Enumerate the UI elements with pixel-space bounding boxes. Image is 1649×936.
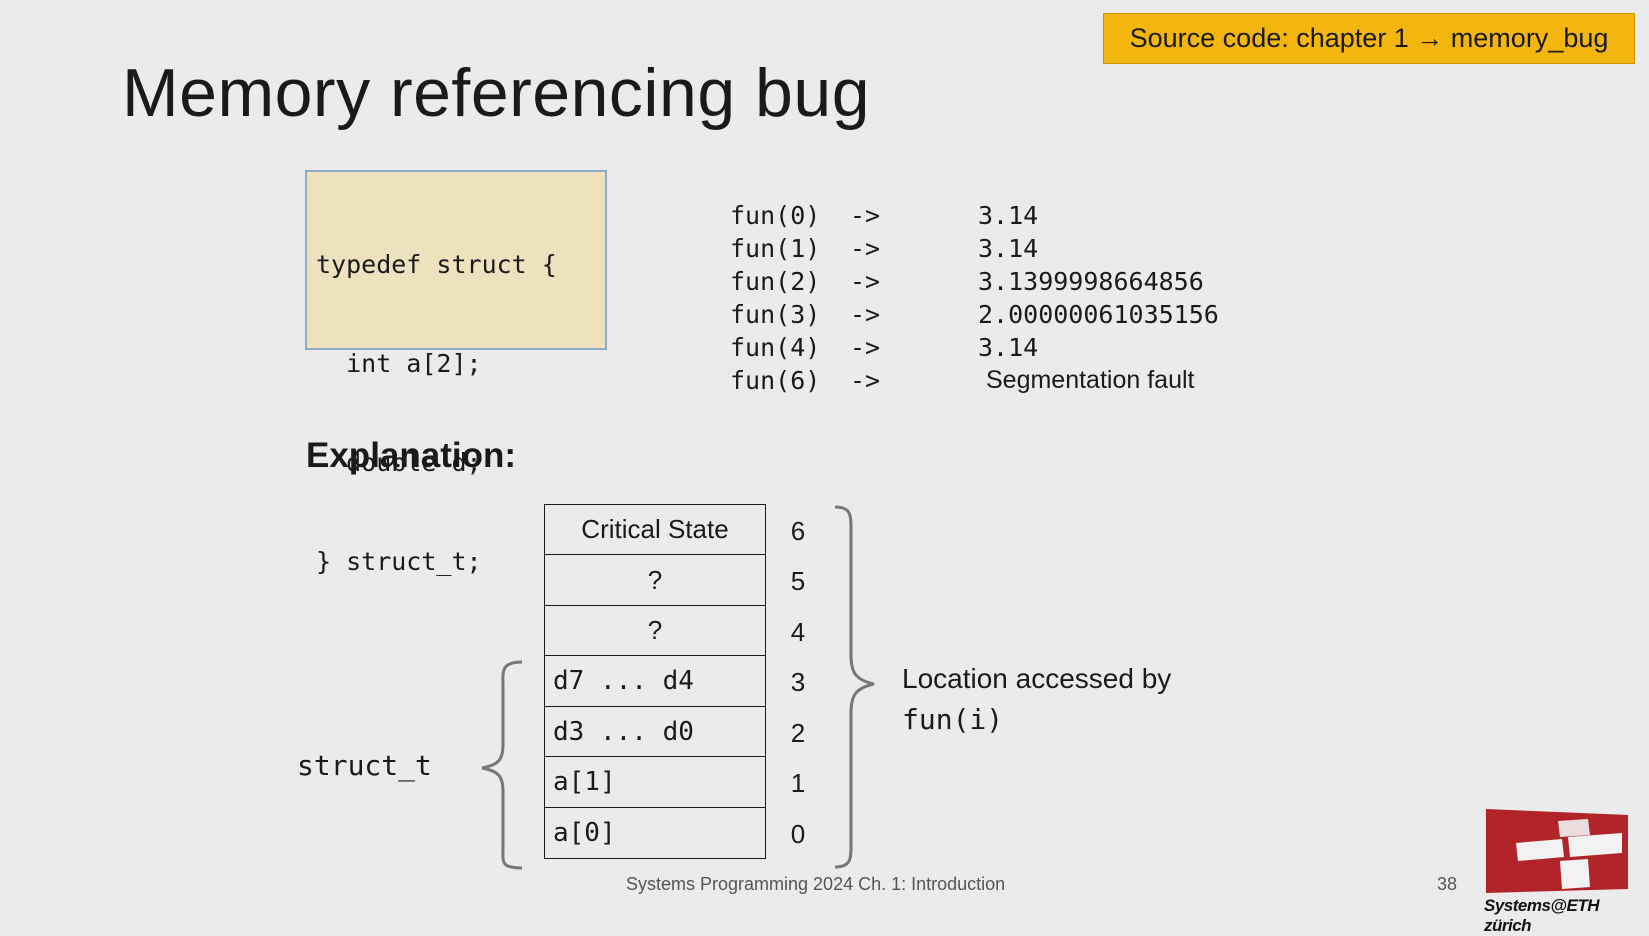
result-call: fun(1) (730, 234, 821, 263)
source-code-badge: Source code: chapter 1 → memory_bug (1103, 13, 1635, 64)
location-label-code: fun(i) (902, 703, 1004, 736)
result-call: fun(2) (730, 267, 821, 296)
result-call: fun(4) (730, 333, 821, 362)
result-arrow: -> (850, 366, 881, 395)
result-value: 2.00000061035156 (978, 300, 1219, 329)
result-arrow: -> (850, 201, 881, 230)
location-label: Location accessed by fun(i) (902, 658, 1171, 740)
location-label-line: Location accessed by (902, 663, 1172, 694)
result-value: 3.14 (978, 333, 1039, 362)
memory-index: 5 (790, 566, 806, 596)
results-list: fun(0) -> 3.14 fun(1) -> 3.14 fun(2) -> … (730, 201, 1250, 399)
result-row: fun(4) -> 3.14 (730, 333, 1250, 366)
result-arrow: -> (850, 300, 881, 329)
result-row: fun(0) -> 3.14 (730, 201, 1250, 234)
result-call: fun(0) (730, 201, 821, 230)
memory-cell: a[0] (544, 806, 766, 859)
logo-text: Systems@ETH zürich (1484, 896, 1600, 935)
memory-table: Critical State 6 ? 5 ? 4 d7 ... d4 3 d3 … (544, 503, 805, 859)
code-box: typedef struct { int a[2]; double d; } s… (305, 170, 607, 576)
location-brace (834, 505, 875, 869)
slide-title: Memory referencing bug (122, 55, 871, 131)
result-value: 3.14 (978, 234, 1039, 263)
result-value: Segmentation fault (986, 366, 1195, 394)
memory-index: 0 (790, 818, 806, 849)
struct-label: struct_t (297, 749, 432, 782)
memory-index: 2 (790, 717, 806, 748)
result-arrow: -> (850, 234, 881, 263)
result-value: 3.14 (978, 201, 1039, 230)
code-line: double d; (316, 448, 482, 477)
code-line: int a[2]; (316, 349, 482, 378)
memory-cell: d7 ... d4 (544, 655, 766, 707)
slide-footer: Systems Programming 2024 Ch. 1: Introduc… (626, 874, 1006, 894)
result-row: fun(6) -> Segmentation fault (730, 366, 1250, 399)
memory-cell: a[1] (544, 756, 766, 808)
eth-logo-icon (1486, 809, 1628, 893)
result-row: fun(2) -> 3.1399998664856 (730, 267, 1250, 300)
memory-index: 3 (790, 667, 806, 697)
code-line: typedef struct { (316, 250, 557, 279)
explanation-heading: Explanation: (306, 436, 517, 475)
result-value: 3.1399998664856 (978, 267, 1204, 296)
struct-brace (481, 660, 523, 870)
memory-index: 6 (790, 515, 806, 546)
memory-index: 1 (790, 768, 806, 798)
code-line: } struct_t; (316, 547, 482, 576)
result-row: fun(1) -> 3.14 (730, 234, 1250, 267)
result-arrow: -> (850, 333, 881, 362)
result-call: fun(3) (730, 300, 821, 329)
memory-cell: d3 ... d0 (544, 705, 766, 758)
result-call: fun(6) (730, 366, 821, 395)
result-arrow: -> (850, 267, 881, 296)
page-number: 38 (1437, 874, 1458, 894)
result-row: fun(3) -> 2.00000061035156 (730, 300, 1250, 333)
memory-index: 4 (790, 616, 806, 647)
